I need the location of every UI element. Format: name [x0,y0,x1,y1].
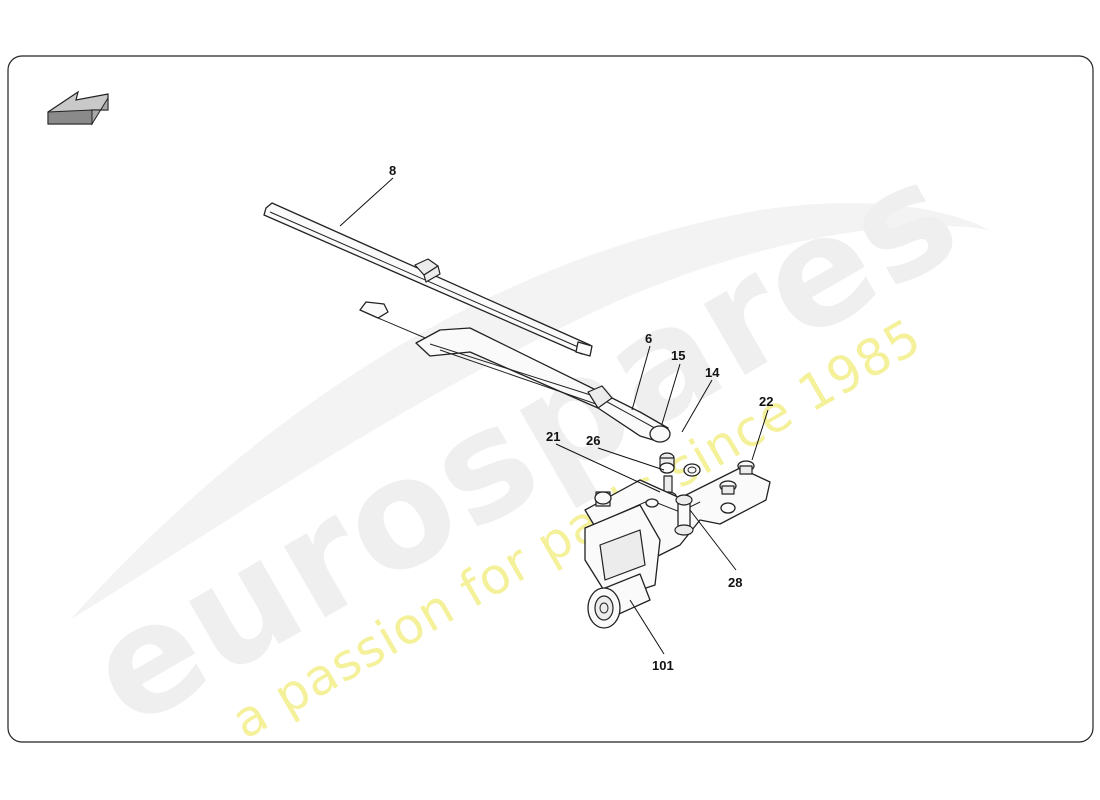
spindle-cap[interactable] [683,463,701,477]
callout-labels: 8 6 15 14 22 21 26 28 101 [389,163,773,673]
leader-lines [339,177,769,655]
callout-8[interactable]: 8 [389,163,396,178]
callout-22[interactable]: 22 [759,394,773,409]
spindle-nut[interactable] [659,452,675,474]
callout-28[interactable]: 28 [728,575,742,590]
callout-21[interactable]: 21 [546,429,560,444]
back-arrow-icon[interactable] [47,90,109,126]
callout-15[interactable]: 15 [671,348,685,363]
wiper-arm[interactable] [359,301,671,443]
callout-6[interactable]: 6 [645,331,652,346]
wiper-motor[interactable] [584,504,661,629]
bracket-bolts[interactable] [719,460,755,495]
wiper-spindle[interactable] [674,494,694,536]
callout-101[interactable]: 101 [652,658,674,673]
wiper-blade[interactable] [263,202,593,357]
watermark-swoosh [70,202,990,620]
callout-26[interactable]: 26 [586,433,600,448]
callout-14[interactable]: 14 [705,365,720,380]
